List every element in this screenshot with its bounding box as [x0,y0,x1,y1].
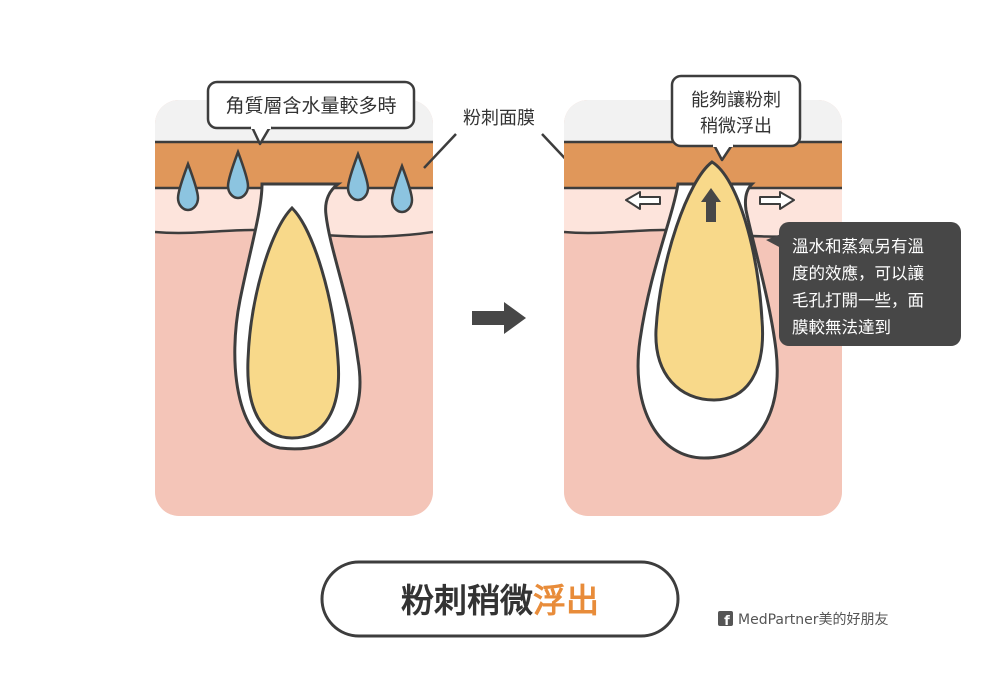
left-outline-arrow-icon [625,191,661,210]
left-comedone-sebum [246,205,341,440]
left-skin-panel: 角質層含水量較多時 [155,80,433,516]
right-skin-panel: 能夠讓粉刺 稍微浮出 溫水和蒸氣另有溫 度的效應，可以讓 毛孔打開一些，面 膜較… [564,74,961,516]
right-callout-line1: 能夠讓粉刺 [691,90,781,111]
left-callout: 角質層含水量較多時 [206,80,416,146]
title-part2: 浮出 [533,581,599,620]
water-drop-icon [346,150,370,202]
title-part1: 粉刺稍微 [401,581,533,620]
right-callout: 能夠讓粉刺 稍微浮出 [670,74,802,162]
svg-text:f: f [724,614,730,629]
mask-pointer-line-left [423,133,457,169]
up-arrow-icon [701,188,721,222]
facebook-icon: f [718,611,733,629]
title-text: 粉刺稍微浮出 [401,581,599,620]
info-line-4: 膜較無法達到 [792,318,891,337]
info-line-1: 溫水和蒸氣另有溫 [792,237,924,256]
water-drop-icon [226,148,250,200]
right-outline-arrow-icon [759,191,795,210]
water-drop-icon [390,162,414,214]
right-arrow-icon [472,302,526,334]
credit-text: MedPartner美的好朋友 [738,612,888,628]
water-drop-icon [176,160,200,212]
left-callout-text: 角質層含水量較多時 [225,95,396,117]
center-label-group: 粉刺面膜 [423,108,575,169]
info-box: 溫水和蒸氣另有溫 度的效應，可以讓 毛孔打開一些，面 膜較無法達到 [766,222,961,346]
credit: f MedPartner美的好朋友 [718,611,888,629]
info-line-3: 毛孔打開一些，面 [792,291,924,310]
title-pill: 粉刺稍微浮出 [320,560,680,638]
mask-label: 粉刺面膜 [463,108,535,129]
right-comedone-sebum [654,160,765,402]
right-callout-line2: 稍微浮出 [700,116,772,137]
info-line-2: 度的效應，可以讓 [792,263,925,283]
